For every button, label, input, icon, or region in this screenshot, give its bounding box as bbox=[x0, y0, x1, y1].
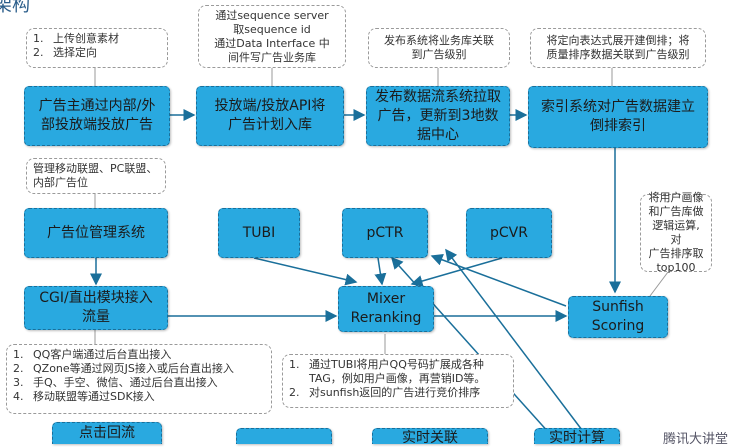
note-adpos-manage: 管理移动联盟、PC联盟、 内部广告位 bbox=[26, 158, 166, 194]
note-sunfish-text: 将用户画像 和广告库做 逻辑运算,对 广告排序取 top100 bbox=[648, 191, 704, 274]
note-access-item-1: QQ客户端通过后台直出接入 bbox=[33, 348, 172, 361]
box-realtime-join-label: 实时关联 bbox=[402, 430, 458, 444]
note-upload-creative: 1.上传创意素材 2.选择定向 bbox=[26, 28, 168, 68]
note-access-item-4: 移动联盟等通过SDK接入 bbox=[33, 390, 155, 403]
box-dataflow-label: 发布数据流系统拉取 广告，更新到3地数 据中心 bbox=[375, 88, 501, 143]
note-access-item-3: 手Q、手空、微信、通过后台直出接入 bbox=[33, 376, 218, 389]
box-adpos-system[interactable]: 广告位管理系统 bbox=[24, 208, 168, 258]
box-click-label: 点击回流 bbox=[79, 425, 135, 441]
box-api-label: 投放端/投放API将 广告计划入库 bbox=[214, 98, 326, 133]
box-advertiser-launch[interactable]: 广告主通过内部/外 部投放端投放广告 bbox=[24, 86, 170, 146]
box-pcvr[interactable]: pCVR bbox=[466, 208, 552, 258]
box-pcvr-label: pCVR bbox=[490, 224, 528, 241]
box-api-store[interactable]: 投放端/投放API将 广告计划入库 bbox=[196, 86, 344, 146]
arrow-pctr-mixer bbox=[374, 257, 387, 286]
note-mixer-tubi: 1.通过TUBI将用户QQ号码扩展成各种TAG，例如用户画像，再营销ID等。 2… bbox=[282, 354, 514, 408]
box-mixer-label: Mixer Reranking bbox=[350, 291, 422, 326]
box-advertiser-label: 广告主通过内部/外 部投放端投放广告 bbox=[38, 98, 156, 133]
note-expression-expand: 将定向表达式展开建倒排；将 质量排序数据关联到广告级别 bbox=[530, 28, 706, 68]
note-sunfish-logic: 将用户画像 和广告库做 逻辑运算,对 广告排序取 top100 bbox=[640, 191, 712, 274]
box-pctr-label: pCTR bbox=[366, 224, 404, 241]
box-cgi-label: CGI/直出模块接入 流量 bbox=[39, 290, 153, 325]
page-title-fragment: 架构 bbox=[0, 0, 30, 16]
note-adpos-text: 管理移动联盟、PC联盟、 内部广告位 bbox=[33, 162, 158, 189]
note-publish-system: 发布系统将业务库关联 到广告级别 bbox=[368, 28, 510, 68]
note-sequence-text: 通过sequence server 取sequence id 通过Data In… bbox=[214, 8, 330, 64]
note-sequence-server: 通过sequence server 取sequence id 通过Data In… bbox=[198, 5, 346, 68]
arrow-tubi-mixer bbox=[253, 257, 358, 286]
box-tubi[interactable]: TUBI bbox=[218, 208, 300, 258]
box-realtime-compute-label: 实时计算 bbox=[549, 430, 605, 444]
box-sunfish-scoring[interactable]: Sunfish Scoring bbox=[568, 296, 668, 338]
box-index-system[interactable]: 索引系统对广告数据建立 倒排索引 bbox=[528, 86, 708, 148]
watermark-text: 腾讯大讲堂 bbox=[662, 432, 728, 447]
note-upload-item-1: 上传创意素材 bbox=[53, 32, 119, 45]
box-dataflow-publish[interactable]: 发布数据流系统拉取 广告，更新到3地数 据中心 bbox=[366, 86, 510, 146]
box-click-feedback[interactable]: 点击回流 bbox=[52, 422, 162, 444]
box-bottom-middle[interactable] bbox=[236, 428, 332, 444]
box-cgi-access[interactable]: CGI/直出模块接入 流量 bbox=[24, 286, 168, 330]
note-mixer-item-1: 通过TUBI将用户QQ号码扩展成各种TAG，例如用户画像，再营销ID等。 bbox=[309, 358, 486, 385]
note-access-item-2: QZone等通过网页JS接入或后台直出接入 bbox=[33, 362, 234, 375]
note-upload-item-2: 选择定向 bbox=[53, 46, 97, 59]
note-expr-text: 将定向表达式展开建倒排；将 质量排序数据关联到广告级别 bbox=[546, 34, 690, 61]
note-traffic-access: 1.QQ客户端通过后台直出接入 2.QZone等通过网页JS接入或后台直出接入 … bbox=[6, 344, 272, 414]
box-mixer-reranking[interactable]: Mixer Reranking bbox=[338, 286, 434, 332]
box-realtime-compute[interactable]: 实时计算 bbox=[534, 428, 620, 444]
box-tubi-label: TUBI bbox=[242, 224, 276, 241]
box-pctr[interactable]: pCTR bbox=[342, 208, 428, 258]
note-publish-text: 发布系统将业务库关联 到广告级别 bbox=[384, 34, 494, 61]
arrow-pcvr-mixer bbox=[410, 257, 503, 287]
arrow-sunfish-tubi bbox=[430, 254, 567, 307]
box-sunfish-label: Sunfish Scoring bbox=[591, 299, 645, 334]
box-adpos-label: 广告位管理系统 bbox=[47, 224, 145, 241]
box-realtime-join[interactable]: 实时关联 bbox=[372, 428, 488, 444]
box-index-label: 索引系统对广告数据建立 倒排索引 bbox=[541, 99, 695, 134]
arrow-realtime-pcvr bbox=[445, 248, 586, 435]
note-mixer-item-2: 对sunfish返回的广告进行竞价排序 bbox=[309, 386, 481, 399]
